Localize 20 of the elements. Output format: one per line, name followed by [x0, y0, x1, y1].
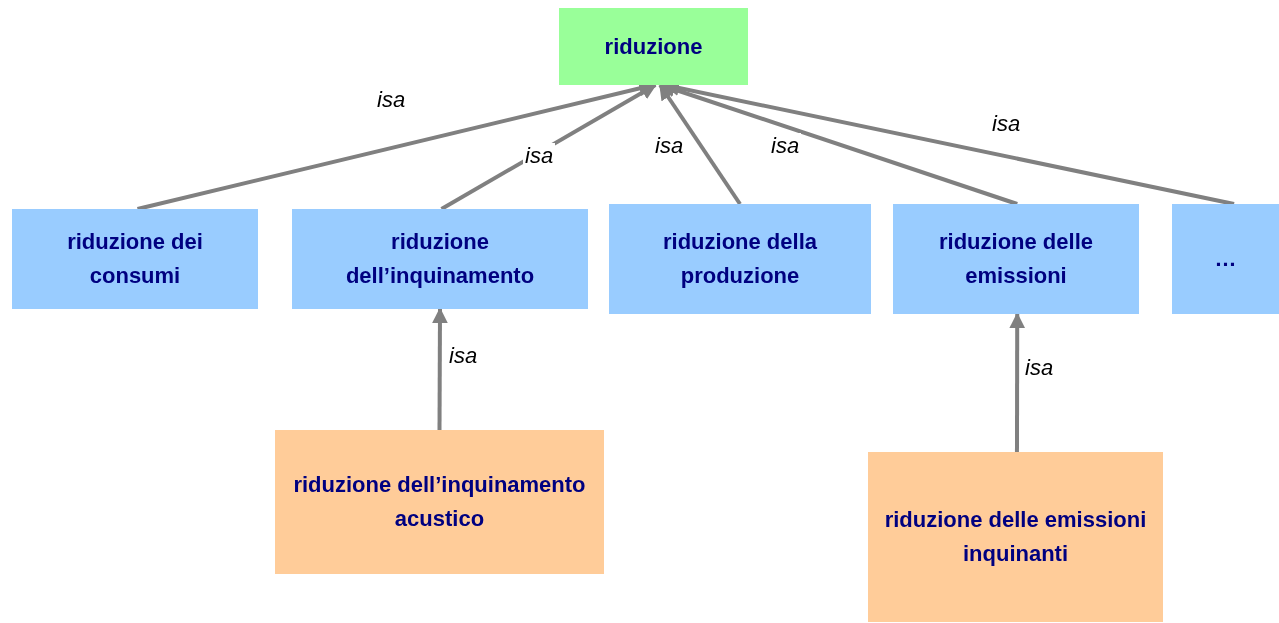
node-label: riduzione dell’inquinamento — [344, 228, 536, 290]
concept-box — [275, 430, 604, 574]
node-label: … — [1214, 245, 1237, 273]
concept-box — [12, 209, 258, 309]
concept-box — [292, 209, 588, 309]
concept-box — [868, 452, 1163, 622]
node-label: riduzione dei consumi — [66, 228, 204, 290]
arrow — [1009, 312, 1026, 452]
node-label: riduzione dell’inquinamento acustico — [292, 471, 587, 533]
arrow — [440, 83, 657, 211]
node-label: riduzione delle emissioni — [938, 228, 1094, 290]
concept-box — [1172, 204, 1279, 314]
arrow — [658, 83, 742, 206]
node-label: riduzione delle emissioni inquinanti — [883, 506, 1148, 568]
concept-box — [559, 8, 748, 85]
concept-box — [609, 204, 871, 314]
concept-box — [893, 204, 1139, 314]
node-label: riduzione della produzione — [662, 228, 818, 290]
arrow — [431, 307, 448, 430]
node-label: riduzione — [604, 32, 703, 61]
